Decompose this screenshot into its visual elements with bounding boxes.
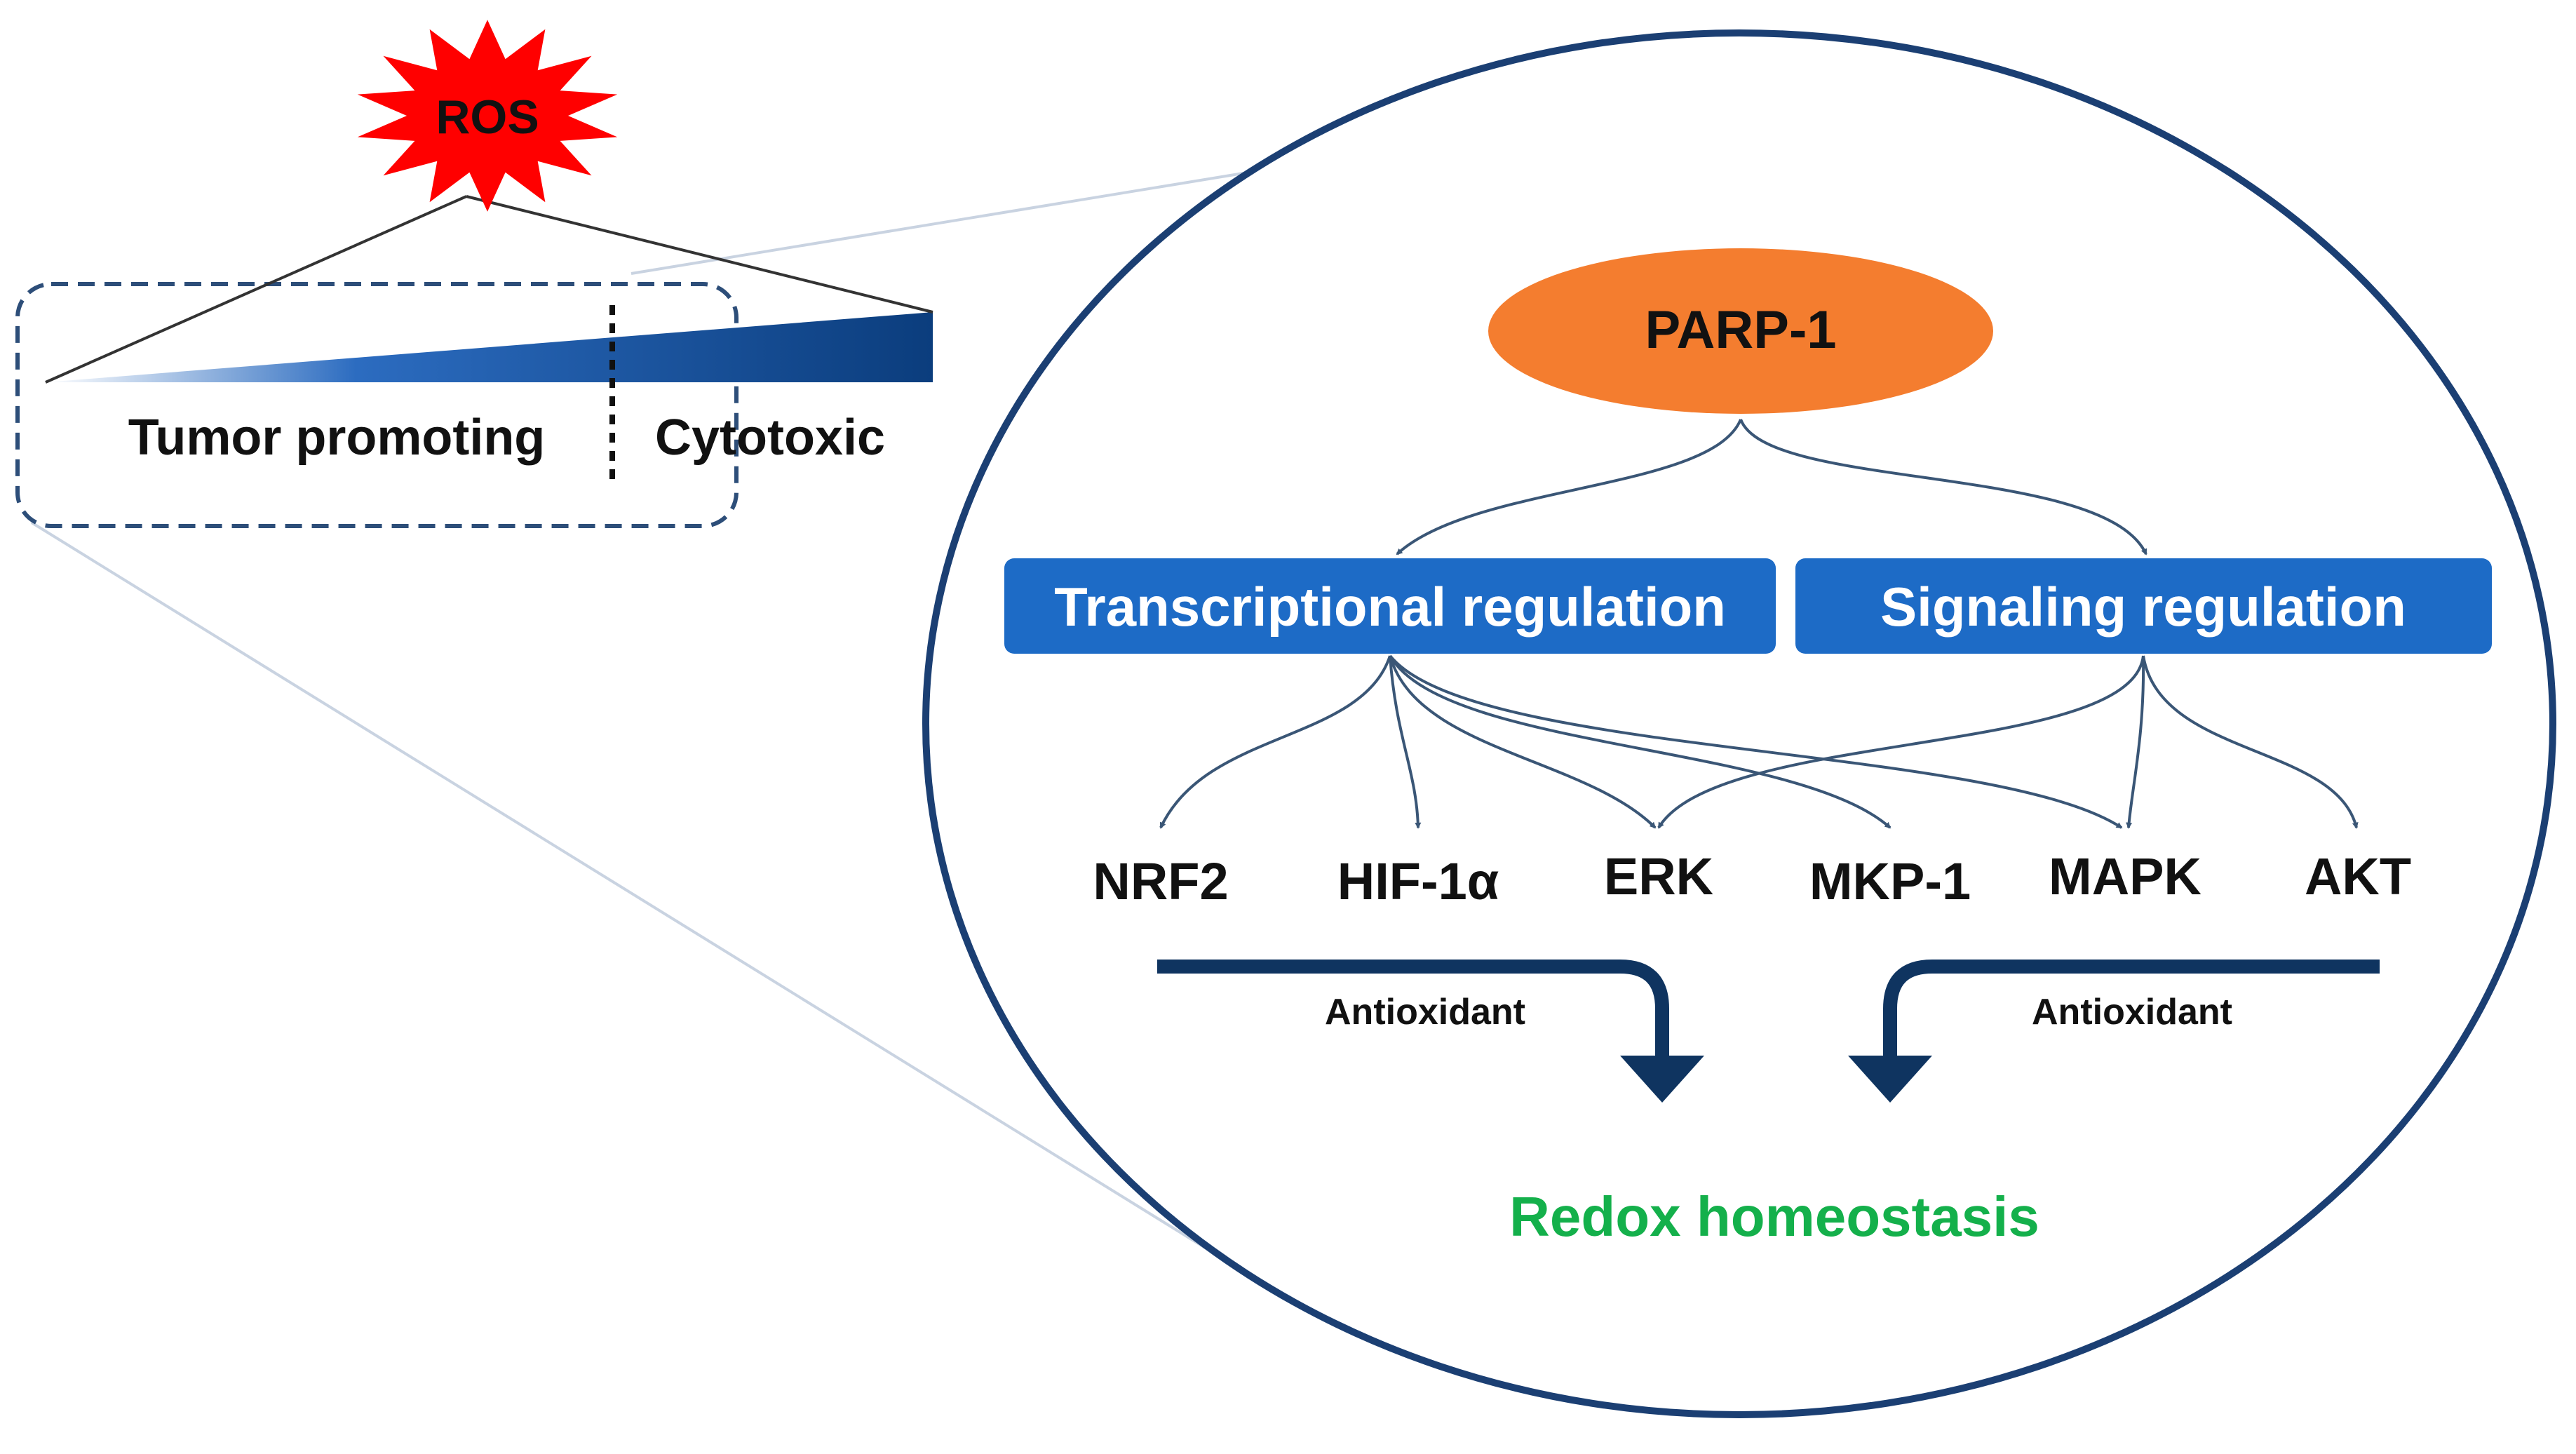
arrow-signaling-to-erk	[1657, 655, 2145, 829]
redox-homeostasis-label: Redox homeostasis	[1509, 1185, 2039, 1248]
parp1-label: PARP-1	[1645, 300, 1836, 360]
signaling-regulation-label: Signaling regulation	[1880, 576, 2406, 638]
target-mapk: MAPK	[2049, 847, 2201, 906]
arrow-signaling-to-mapk	[2126, 655, 2145, 829]
transcriptional-regulation-label: Transcriptional regulation	[1054, 576, 1726, 638]
target-erk: ERK	[1604, 847, 1713, 906]
antioxidant-label-right: Antioxidant	[2032, 992, 2232, 1032]
transcriptional-regulation-box	[1004, 558, 1776, 654]
zoom-connector-bottom	[30, 521, 1208, 1250]
ros-branch-right	[466, 195, 933, 314]
antioxidant-arrowhead-left	[1620, 1056, 1704, 1103]
parp1-node	[1488, 248, 1993, 414]
target-mkp-1: MKP-1	[1809, 852, 1971, 910]
target-hif-1-: HIF-1α	[1337, 852, 1499, 910]
arrow-transcriptional-to-nrf2	[1159, 655, 1391, 829]
arrow-transcriptional-to-erk	[1389, 655, 1657, 829]
target-nrf2: NRF2	[1093, 852, 1228, 910]
arrow-parp-to-transcriptional	[1396, 419, 1742, 556]
zoom-circle	[922, 29, 2556, 1418]
antioxidant-arrow-right	[1883, 960, 2380, 1056]
ros-level-ramp	[46, 312, 933, 382]
zone-label-tumor-promoting: Tumor promoting	[128, 410, 546, 466]
target-list: NRF2 HIF-1α ERK MKP-1 MAPK AKT	[1093, 847, 2411, 910]
ros-spectrum-box	[15, 282, 739, 528]
ros-burst-icon	[357, 20, 618, 212]
arrow-parp-to-signaling	[1739, 419, 2147, 556]
arrow-transcriptional-to-hif1a	[1389, 655, 1422, 829]
target-akt: AKT	[2305, 847, 2411, 906]
ros-label: ROS	[436, 90, 539, 144]
ros-branch-left	[45, 195, 467, 384]
antioxidant-label-left: Antioxidant	[1325, 992, 1525, 1032]
arrow-transcriptional-to-mapk	[1389, 654, 2123, 829]
arrow-signaling-to-akt	[2142, 655, 2359, 829]
zone-label-cytotoxic: Cytotoxic	[655, 410, 885, 466]
signaling-regulation-box	[1795, 558, 2492, 654]
antioxidant-arrowhead-right	[1848, 1056, 1932, 1103]
arrow-transcriptional-to-mkp1	[1389, 654, 1891, 829]
antioxidant-arrow-left	[1157, 960, 1669, 1056]
